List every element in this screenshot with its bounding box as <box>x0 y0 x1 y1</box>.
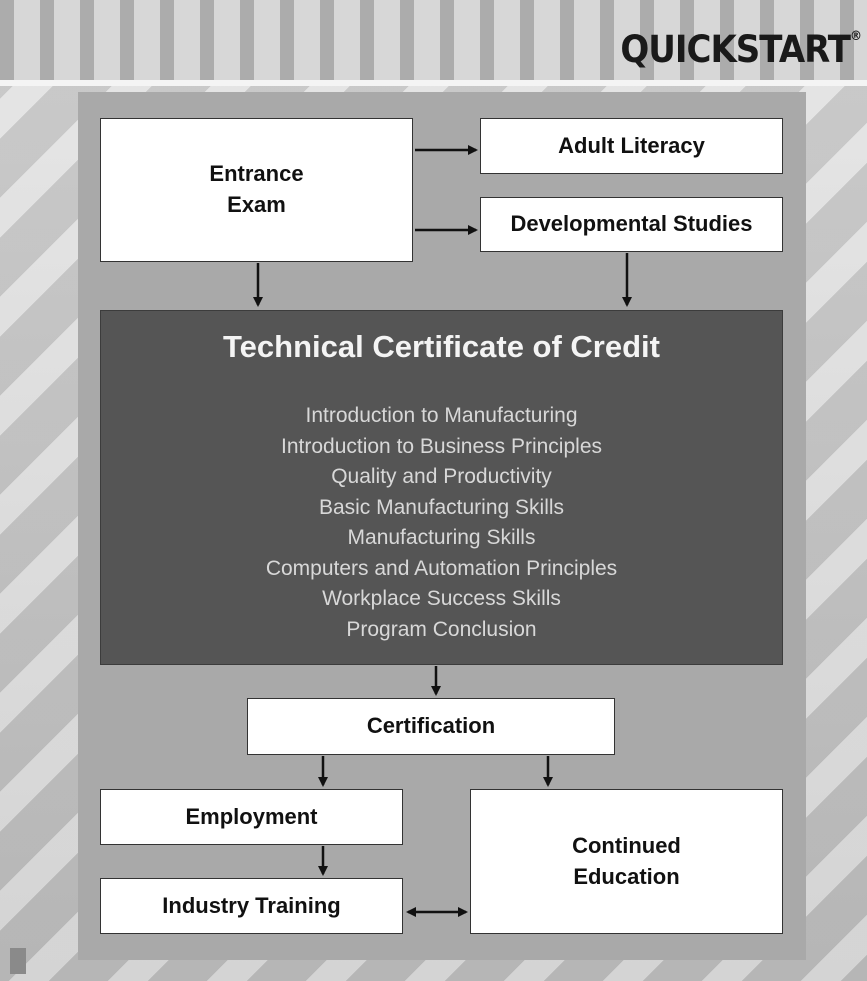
tcc-course: Introduction to Manufacturing <box>305 404 578 427</box>
tcc-title: Technical Certificate of Credit <box>223 329 660 364</box>
employment-label: Employment <box>185 803 318 829</box>
header-band <box>0 0 867 80</box>
quickstart-logo: QUICKSTART® <box>620 28 862 72</box>
certification-label: Certification <box>366 713 496 739</box>
certification-box: Certification <box>247 698 615 755</box>
industry-training-box: Industry Training <box>100 878 403 934</box>
employment-box: Employment <box>100 789 403 845</box>
decorative-fragment <box>10 948 26 974</box>
continued-education-box: Continued Education <box>470 789 783 934</box>
adult-literacy-box: Adult Literacy <box>480 118 783 174</box>
tcc-course: Computers and Automation Principles <box>265 556 618 580</box>
entrance-exam-label: Entrance Exam <box>209 161 304 217</box>
tcc-course: Basic Manufacturing Skills <box>318 495 565 519</box>
continued-education-label: Continued Education <box>572 832 681 889</box>
tcc-course: Introduction to Business Principles <box>281 434 602 458</box>
tcc-course-list: Introduction to Manufacturing Introducti… <box>101 401 782 645</box>
entrance-exam-box: Entrance Exam <box>100 118 413 262</box>
tcc-course: Quality and Productivity <box>331 465 552 488</box>
adult-literacy-label: Adult Literacy <box>558 132 705 158</box>
header-divider <box>0 80 867 86</box>
developmental-studies-box: Developmental Studies <box>480 197 783 252</box>
technical-certificate-box: Technical Certificate of Credit Introduc… <box>100 310 783 665</box>
tcc-course: Manufacturing Skills <box>347 526 536 549</box>
tcc-course: Workplace Success Skills <box>322 587 561 610</box>
developmental-studies-label: Developmental Studies <box>510 211 753 237</box>
industry-training-label: Industry Training <box>162 892 341 918</box>
tcc-course: Program Conclusion <box>346 617 537 641</box>
